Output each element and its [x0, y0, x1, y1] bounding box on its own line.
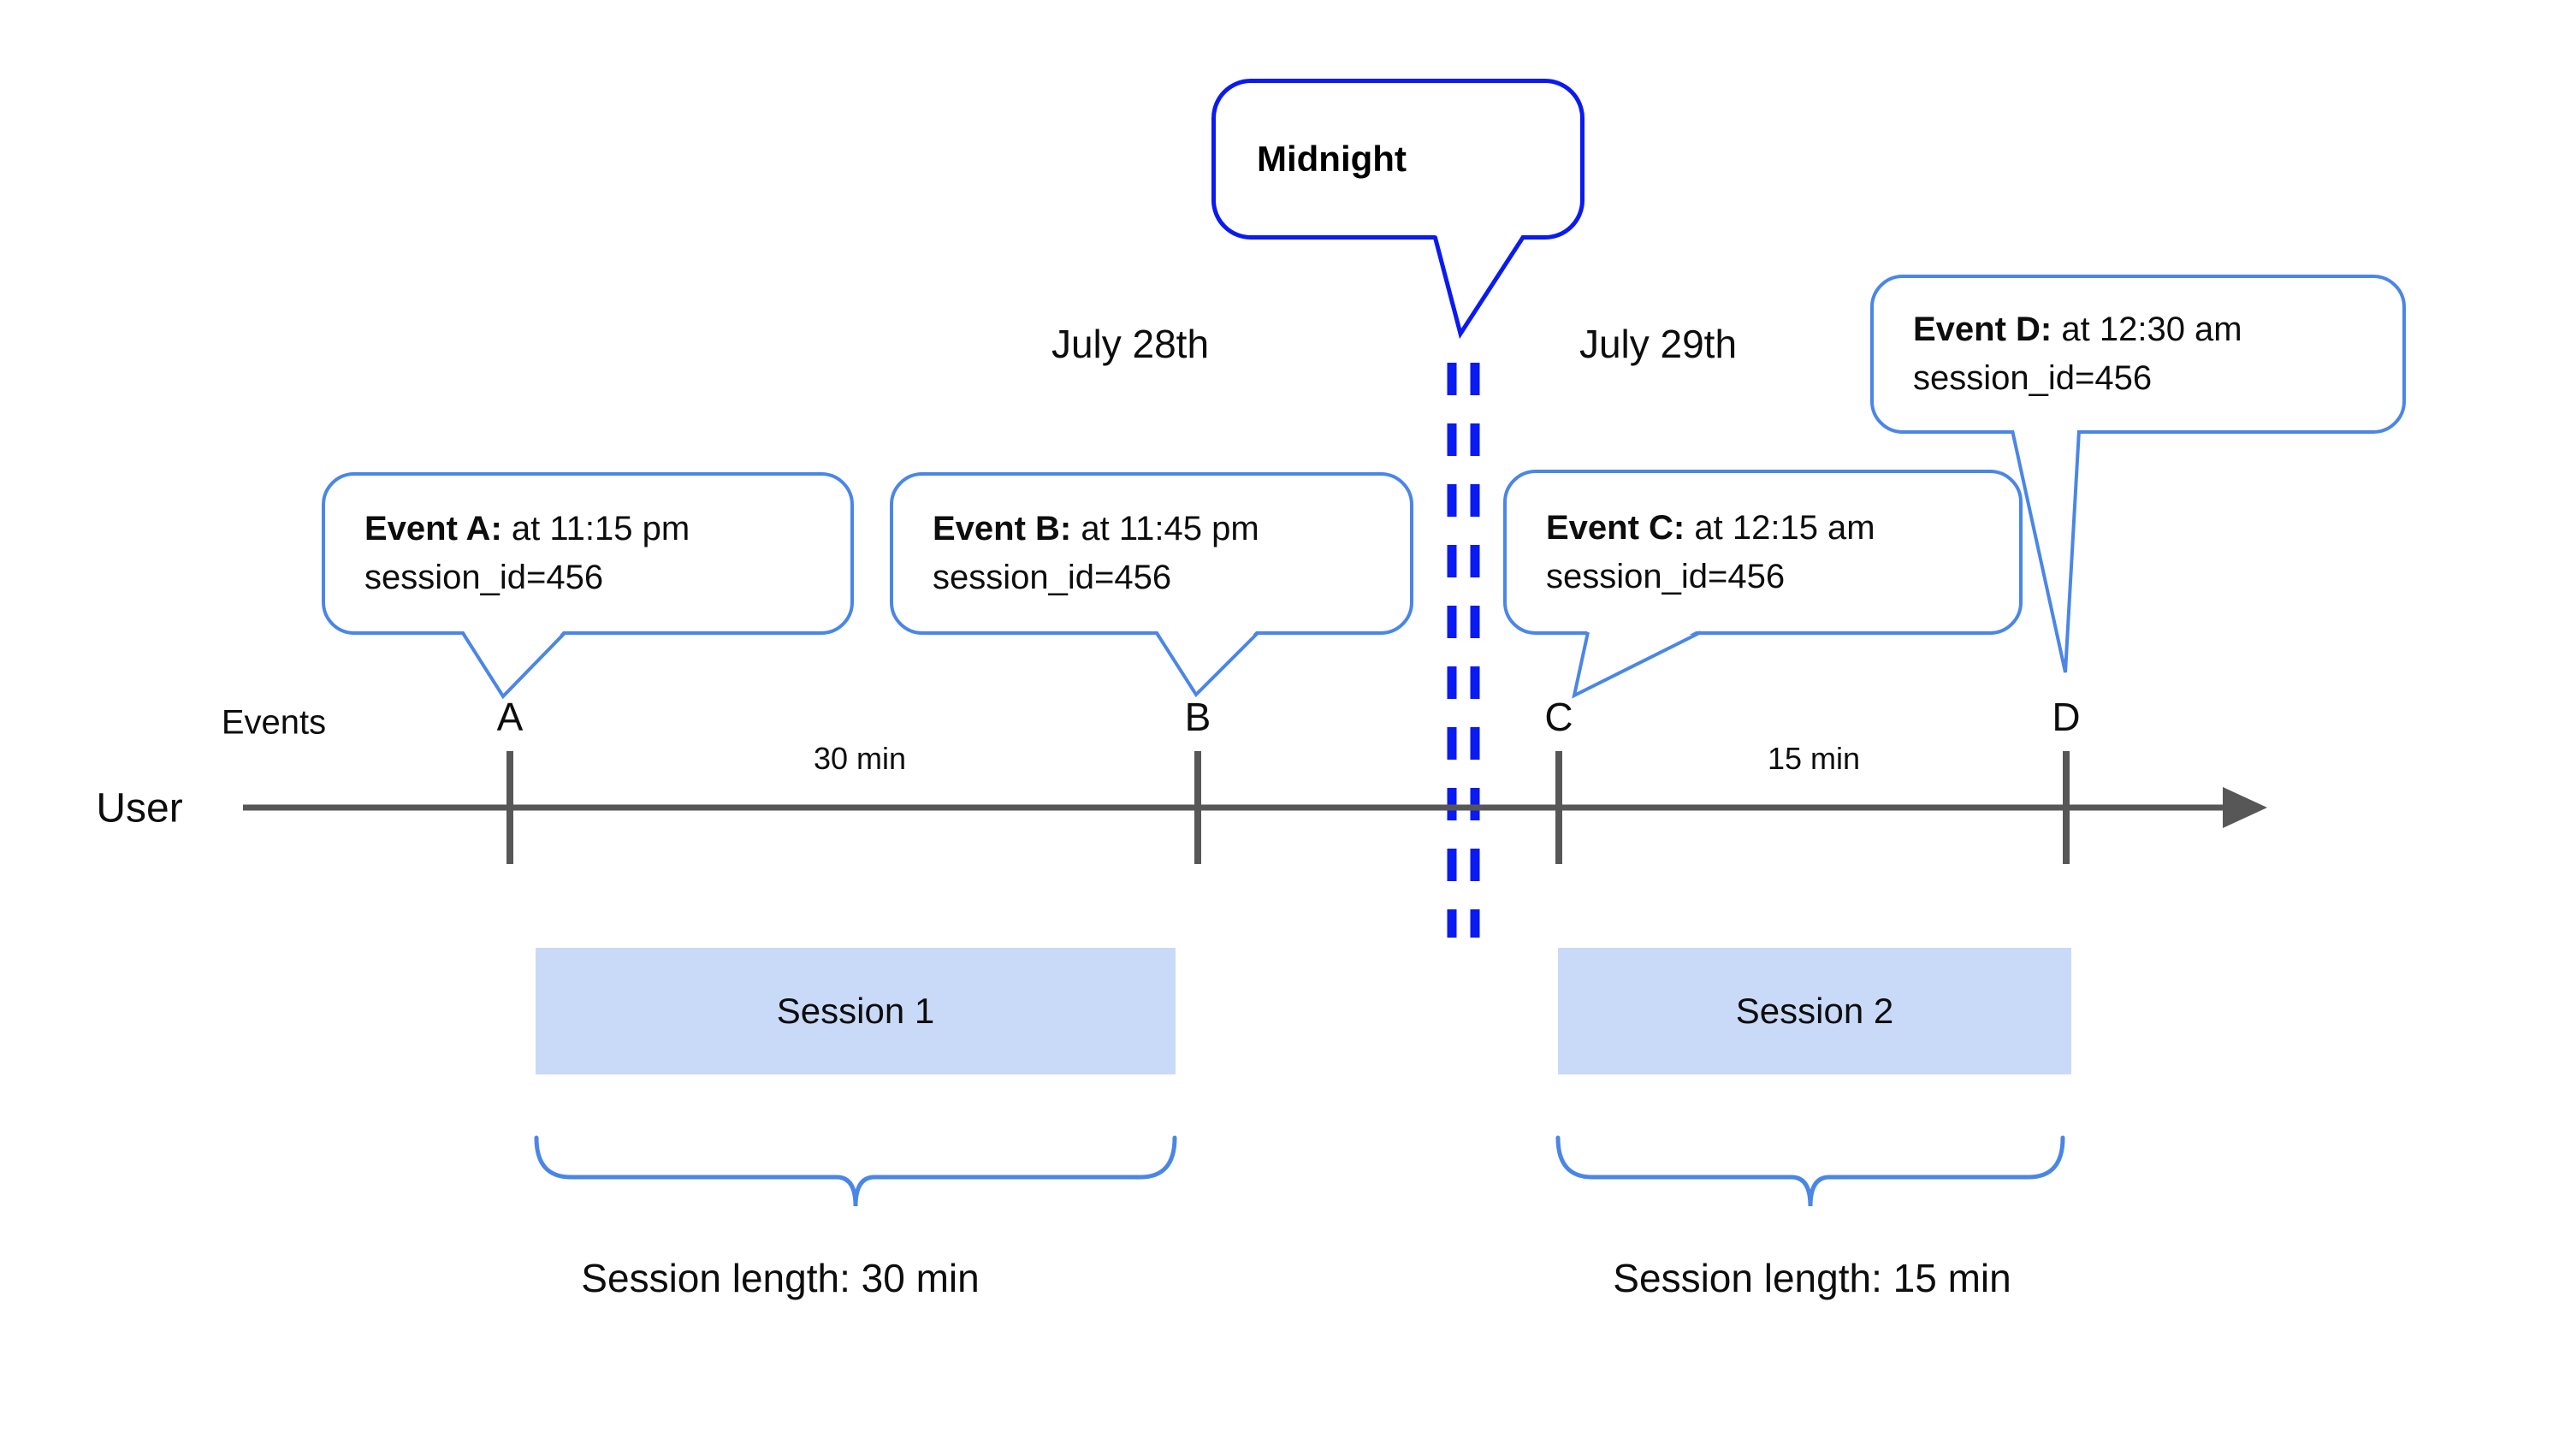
- session1-box: Session 1: [536, 948, 1176, 1074]
- session1-length-label: Session length: 30 min: [581, 1256, 980, 1300]
- midnight-callout-label: Midnight: [1257, 139, 1407, 179]
- session1-brace: [534, 1135, 1177, 1207]
- event-b-time: at 11:45 pm: [1071, 510, 1259, 547]
- date-left-label: July 28th: [1051, 322, 1210, 366]
- event-c-tail: [1572, 630, 1702, 699]
- date-right-label: July 29th: [1579, 322, 1738, 366]
- event-d-line1: Event D: at 12:30 am: [1913, 305, 2402, 354]
- event-c-time: at 12:15 am: [1685, 508, 1875, 547]
- tick-label-c: C: [1544, 695, 1573, 739]
- events-axis-label: Events: [221, 703, 327, 742]
- event-c-bold: Event C:: [1546, 508, 1685, 547]
- event-a-bold: Event A:: [364, 510, 502, 547]
- user-axis-label: User: [96, 785, 183, 832]
- tick-label-a: A: [496, 695, 524, 739]
- event-d-time: at 12:30 am: [2052, 311, 2242, 348]
- event-a-line1: Event A: at 11:15 pm: [364, 505, 850, 553]
- midnight-callout-tail: [1432, 234, 1526, 340]
- timeline-arrowhead-icon: [2223, 787, 2267, 828]
- session2-length-label: Session length: 15 min: [1613, 1256, 2011, 1300]
- event-a-session: session_id=456: [364, 559, 604, 596]
- session2-box: Session 2: [1558, 948, 2071, 1074]
- tick-label-b: B: [1184, 695, 1211, 739]
- session2-brace: [1555, 1135, 2065, 1207]
- event-b-bold: Event B:: [933, 510, 1072, 547]
- event-d-bold: Event D:: [1913, 311, 2052, 348]
- session1-label: Session 1: [776, 991, 935, 1031]
- event-a-tail: [461, 631, 566, 700]
- event-a-time: at 11:15 pm: [501, 510, 690, 547]
- segment-ab-duration: 30 min: [813, 741, 907, 776]
- event-c-session: session_id=456: [1546, 557, 1786, 595]
- event-b-line1: Event B: at 11:45 pm: [933, 505, 1410, 553]
- segment-cd-duration: 15 min: [1767, 741, 1861, 776]
- event-c-callout: Event C: at 12:15 am session_id=456: [1503, 470, 2023, 635]
- event-b-tail: [1155, 631, 1259, 698]
- event-b-callout: Event B: at 11:45 pm session_id=456: [890, 472, 1413, 635]
- event-d-session: session_id=456: [1913, 359, 2153, 397]
- event-d-callout: Event D: at 12:30 am session_id=456: [1870, 275, 2406, 434]
- midnight-callout: Midnight: [1211, 79, 1585, 240]
- event-a-callout: Event A: at 11:15 pm session_id=456: [322, 472, 854, 635]
- tick-label-d: D: [2052, 695, 2081, 739]
- event-b-session: session_id=456: [933, 559, 1172, 596]
- event-c-line1: Event C: at 12:15 am: [1546, 504, 2019, 553]
- session2-label: Session 2: [1735, 991, 1894, 1031]
